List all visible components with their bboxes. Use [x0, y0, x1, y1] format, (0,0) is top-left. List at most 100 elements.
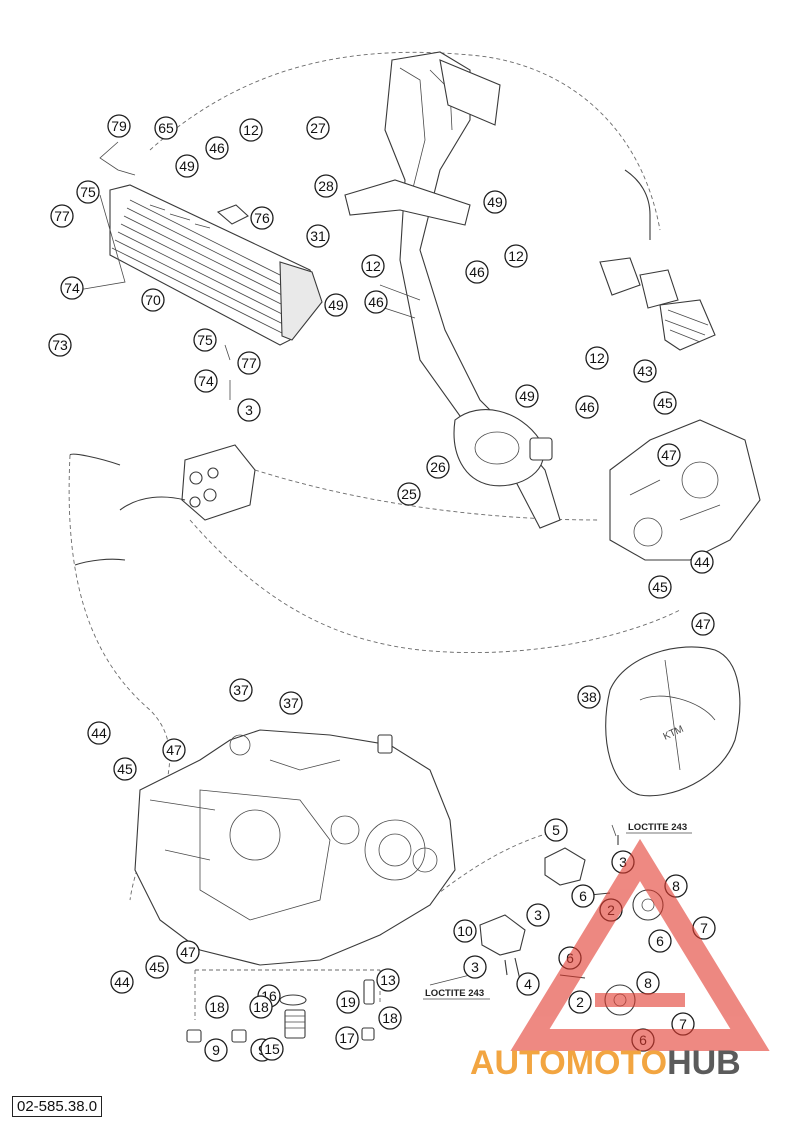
- svg-text:73: 73: [52, 337, 68, 353]
- callout-49: 49: [175, 154, 199, 178]
- callout-49-b: 49: [483, 190, 507, 214]
- loctite-note-top: LOCTITE 243: [628, 822, 687, 833]
- callout-12: 12: [239, 118, 263, 142]
- callout-12-c: 12: [361, 254, 385, 278]
- callout-47-d: 47: [176, 940, 200, 964]
- svg-text:6: 6: [656, 933, 664, 949]
- callout-65: 65: [154, 116, 178, 140]
- svg-text:3: 3: [245, 402, 253, 418]
- callout-6: 6: [571, 884, 595, 908]
- svg-text:3: 3: [534, 907, 542, 923]
- svg-text:49: 49: [487, 194, 503, 210]
- svg-text:45: 45: [657, 395, 673, 411]
- svg-text:43: 43: [637, 363, 653, 379]
- callout-4: 4: [516, 972, 540, 996]
- callout-43: 43: [633, 359, 657, 383]
- crankcase-cover-right-upper: [609, 419, 761, 561]
- callout-3: 3: [237, 398, 261, 422]
- callout-26: 26: [426, 455, 450, 479]
- watermark-text: AUTOMOTOHUB: [470, 1044, 741, 1082]
- callout-46-d: 46: [575, 395, 599, 419]
- callout-47: 47: [657, 443, 681, 467]
- callout-47-c: 47: [162, 738, 186, 762]
- callout-5: 5: [544, 818, 568, 842]
- oil-filter-housing: [69, 444, 256, 566]
- svg-text:49: 49: [328, 297, 344, 313]
- callout-49-d: 49: [515, 384, 539, 408]
- svg-text:49: 49: [179, 158, 195, 174]
- svg-text:44: 44: [114, 974, 130, 990]
- svg-text:46: 46: [209, 140, 225, 156]
- svg-text:47: 47: [166, 742, 182, 758]
- callout-18: 18: [205, 995, 229, 1019]
- callout-45: 45: [653, 391, 677, 415]
- svg-text:75: 75: [197, 332, 213, 348]
- svg-text:46: 46: [579, 399, 595, 415]
- svg-text:46: 46: [368, 294, 384, 310]
- callout-18-b: 18: [249, 995, 273, 1019]
- callout-75: 75: [76, 180, 100, 204]
- callout-12-d: 12: [585, 346, 609, 370]
- svg-text:3: 3: [471, 959, 479, 975]
- callout-31: 31: [306, 224, 330, 248]
- callout-44-b: 44: [87, 721, 111, 745]
- svg-text:12: 12: [508, 248, 524, 264]
- svg-text:65: 65: [158, 120, 174, 136]
- svg-text:18: 18: [382, 1010, 398, 1026]
- svg-text:47: 47: [180, 944, 196, 960]
- svg-text:12: 12: [365, 258, 381, 274]
- svg-text:26: 26: [430, 459, 446, 475]
- svg-text:8: 8: [672, 878, 680, 894]
- callout-28: 28: [314, 174, 338, 198]
- oil-filter: [599, 169, 716, 351]
- callout-8-b: 8: [636, 971, 660, 995]
- svg-text:6: 6: [579, 888, 587, 904]
- svg-text:18: 18: [209, 999, 225, 1015]
- oil-line-routing-top: [149, 51, 661, 231]
- svg-text:44: 44: [91, 725, 107, 741]
- callout-3-c: 3: [526, 903, 550, 927]
- callout-18-c: 18: [378, 1006, 402, 1030]
- callout-77-b: 77: [237, 351, 261, 375]
- svg-text:47: 47: [661, 447, 677, 463]
- diagram-reference-code: 02-585.38.0: [12, 1096, 103, 1117]
- svg-text:2: 2: [576, 994, 584, 1010]
- callout-46-c: 46: [364, 290, 388, 314]
- watermark-triangle: [510, 838, 770, 1051]
- callout-70: 70: [141, 288, 165, 312]
- svg-text:12: 12: [589, 350, 605, 366]
- svg-text:9: 9: [212, 1042, 220, 1058]
- callout-15: 15: [260, 1037, 284, 1061]
- callout-45-c: 45: [113, 757, 137, 781]
- callout-12-b: 12: [504, 244, 528, 268]
- loctite-note-bottom: LOCTITE 243: [425, 988, 484, 999]
- svg-text:13: 13: [380, 972, 396, 988]
- engine-crankcase: [134, 729, 456, 966]
- svg-text:45: 45: [117, 761, 133, 777]
- oil-line-routing-mid: [189, 519, 681, 654]
- callout-46: 46: [205, 136, 229, 160]
- svg-text:8: 8: [644, 975, 652, 991]
- svg-text:45: 45: [149, 959, 165, 975]
- callout-25: 25: [397, 482, 421, 506]
- svg-text:18: 18: [253, 999, 269, 1015]
- callout-46-b: 46: [465, 260, 489, 284]
- callout-49-c: 49: [324, 293, 348, 317]
- svg-text:76: 76: [254, 210, 270, 226]
- callout-73: 73: [48, 333, 72, 357]
- svg-text:37: 37: [283, 695, 299, 711]
- svg-text:77: 77: [241, 355, 257, 371]
- svg-text:74: 74: [64, 280, 80, 296]
- callout-45-d: 45: [145, 955, 169, 979]
- svg-text:38: 38: [581, 689, 597, 705]
- callout-76: 76: [250, 206, 274, 230]
- svg-text:27: 27: [310, 120, 326, 136]
- callout-47-b: 47: [691, 612, 715, 636]
- callout-38: 38: [577, 685, 601, 709]
- svg-text:17: 17: [339, 1030, 355, 1046]
- svg-text:49: 49: [519, 388, 535, 404]
- watermark-logo: [510, 838, 770, 1051]
- callout-17: 17: [335, 1026, 359, 1050]
- clutch-cover: KTM: [605, 646, 741, 797]
